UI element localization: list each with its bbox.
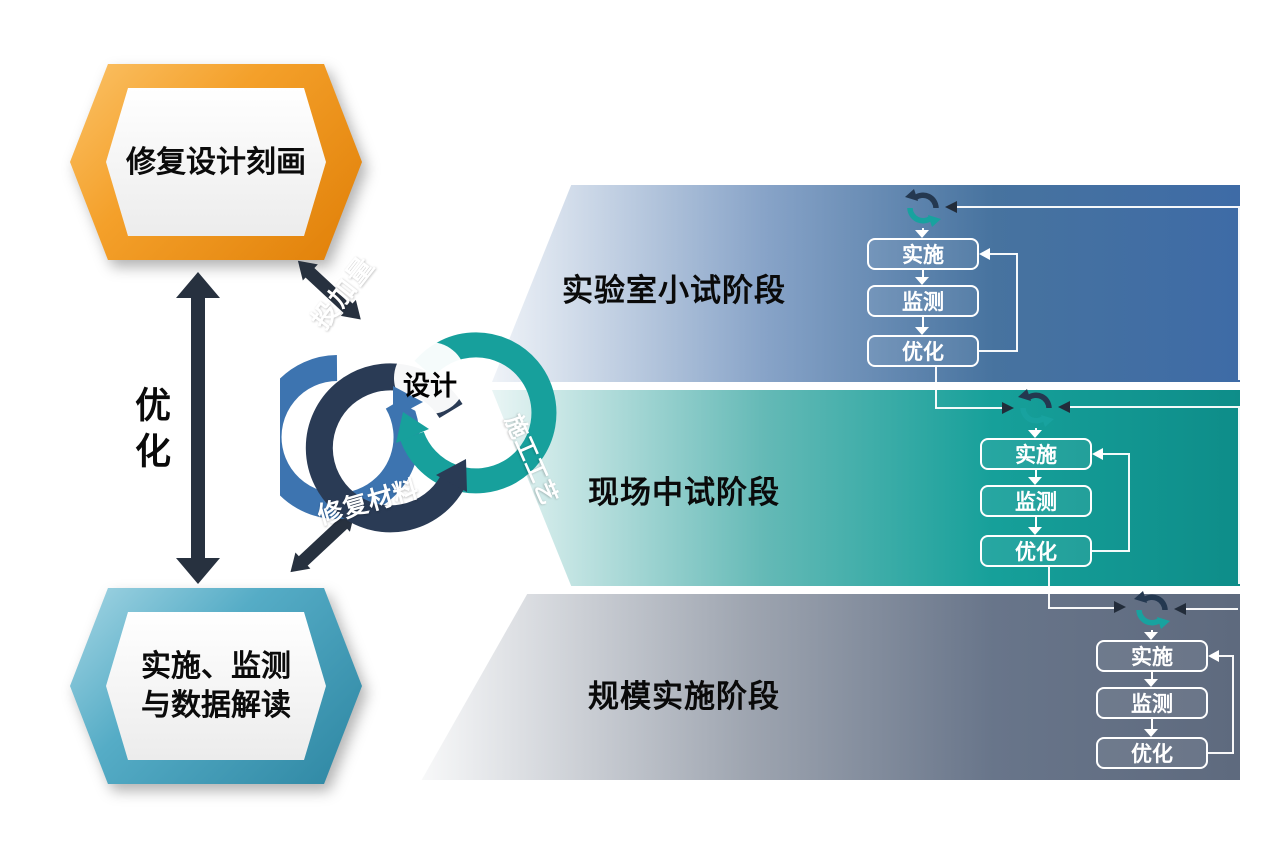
flow-arrow [922,228,924,231]
flow-arrowhead [1028,477,1042,485]
arrow-shaft [191,296,205,560]
connector-line [935,407,1002,409]
design-cycle-rings [280,332,557,533]
stage-label-pilot: 现场中试阶段 [588,475,780,510]
connector-line [1048,567,1050,608]
step-optimize: 优化 [867,335,979,367]
step-optimize: 优化 [980,535,1092,567]
flow-arrowhead [915,230,929,238]
flow-arrow [1151,630,1153,633]
connector-line [1048,607,1114,609]
connector-arrowhead [1208,650,1219,662]
step-optimize: 优化 [1096,737,1208,769]
step-implement: 实施 [980,438,1092,470]
connector-arrowhead [1058,401,1070,413]
flow-arrow [1035,428,1037,431]
stage-band-lab [492,185,1240,382]
cycle-icon [1134,591,1170,629]
stage3-flow: 实施 监测 优化 [1096,590,1208,775]
connector-line [1016,253,1018,351]
design-box-label: 修复设计刻画 [106,88,326,236]
flow-arrowhead [915,277,929,285]
connector-arrowhead [1092,448,1103,460]
arrowhead-up [176,272,220,298]
connector-line [1186,608,1238,610]
connector-line [1070,406,1238,408]
optimize-double-arrow [176,272,220,584]
flow-arrowhead [1144,729,1158,737]
connector-line [1238,406,1240,584]
flow-arrowhead [1144,632,1158,640]
flow-arrowhead [915,327,929,335]
connector-line [1128,453,1130,551]
connector-arrowhead [1114,601,1126,613]
design-center-label: 设计 [403,371,457,401]
connector-arrowhead [1002,402,1014,414]
connector-line [1103,453,1128,455]
step-monitor: 监测 [1096,687,1208,719]
optimize-label: 优化 [130,386,171,478]
connector-arrowhead [979,248,990,260]
cycle-icon [905,189,941,227]
implementation-line2: 与数据解读 [141,689,291,722]
stage-label-fullscale: 规模实施阶段 [588,679,780,714]
connector-line [935,367,937,408]
flow-arrowhead [1028,527,1042,535]
implementation-box-label: 实施、监测 与数据解读 [106,612,326,760]
cycle-icon [1018,389,1054,427]
flow-arrowhead [1028,430,1042,438]
connector-line [1208,752,1234,754]
connector-line [990,253,1017,255]
stage-label-lab: 实验室小试阶段 [562,273,786,308]
stage2-flow: 实施 监测 优化 [980,388,1092,573]
step-monitor: 监测 [980,485,1092,517]
step-implement: 实施 [1096,640,1208,672]
implementation-line1: 实施、监测 [141,650,291,683]
connector-arrowhead [1174,603,1186,615]
arrowhead-down [176,558,220,584]
implementation-box: 实施、监测 与数据解读 [70,588,362,784]
flow-arrow [922,317,924,327]
stage1-flow: 实施 监测 优化 [867,188,979,373]
connector-line [979,350,1018,352]
stage-band-pilot [492,390,1240,586]
flow-arrow [1151,719,1153,729]
connector-line [1219,655,1232,657]
flow-arrow [1035,470,1037,477]
connector-line [1092,550,1130,552]
flow-arrow [922,270,924,277]
step-monitor: 监测 [867,285,979,317]
step-implement: 实施 [867,238,979,270]
connector-arrowhead [945,201,957,213]
connector-line [1238,206,1240,380]
design-box: 修复设计刻画 [70,64,362,260]
connector-line [957,206,1238,208]
flow-arrowhead [1144,679,1158,687]
flow-arrow [1151,672,1153,679]
connector-line [1232,655,1234,753]
flow-arrow [1035,517,1037,527]
